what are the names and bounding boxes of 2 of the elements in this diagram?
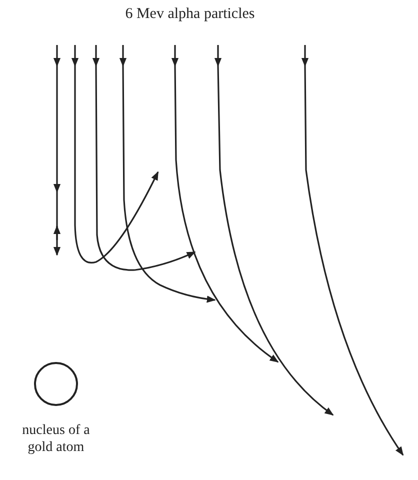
- diagram-title: 6 Mev alpha particles: [124, 6, 256, 23]
- nucleus-caption: nucleus of a gold atom: [21, 422, 91, 456]
